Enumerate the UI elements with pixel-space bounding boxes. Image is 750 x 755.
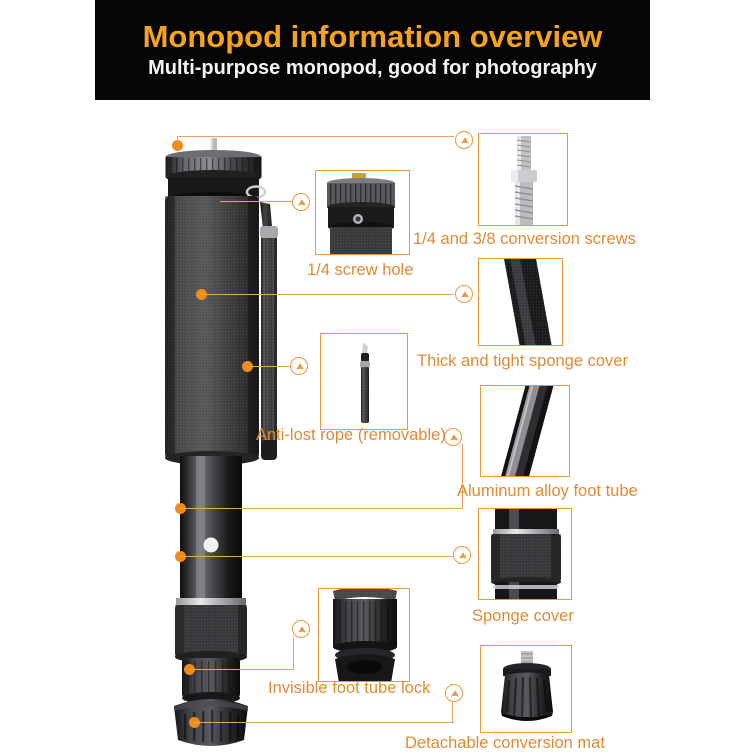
thumb-foot-tube-lock[interactable] [318,588,410,682]
caption-aluminum-tube: Aluminum alloy foot tube [457,482,638,500]
leader-line-mat-v [452,692,454,723]
leader-line-lock-h [189,669,294,671]
up-chevron-circle-icon [461,137,469,144]
up-chevron-circle-icon [451,690,459,697]
thumb-conversion-mat[interactable] [480,645,572,733]
caption-foot-tube-lock: Invisible foot tube lock [268,679,431,697]
leader-line-anti-lost-rope [247,366,291,368]
thumb-foot-tube-lock-image [319,589,409,681]
up-chevron-circle-icon [461,291,469,298]
thumb-anti-lost-rope-image [321,334,407,429]
marker-conversion-screws[interactable] [455,131,473,149]
up-chevron-circle-icon [298,199,306,206]
up-chevron-circle-icon [459,552,467,559]
marker-anti-lost-rope[interactable] [290,357,308,375]
leader-line-alu-v [462,444,464,509]
header-banner: Monopod information overview Multi-purpo… [95,0,650,100]
marker-aluminum-foot-tube[interactable] [444,428,462,446]
marker-sponge-cover[interactable] [453,546,471,564]
page-title: Monopod information overview [142,18,603,54]
caption-screw-hole: 1/4 screw hole [307,261,414,279]
caption-thick-sponge: Thick and tight sponge cover [417,352,628,370]
leader-line-lock-v [293,637,295,670]
thumb-screw-hole-image [316,171,409,254]
leader-line-sponge-cover [180,556,470,558]
hotspot-dot-screw-hole [172,140,183,151]
leader-line-mat-h [194,722,454,724]
leader-line-sponge-thick [201,294,454,296]
leader-line-screw-hole [220,201,295,203]
thumb-conversion-screws[interactable] [478,133,568,226]
marker-sponge-cover-thick[interactable] [455,285,473,303]
caption-sponge-cover: Sponge cover [472,607,574,625]
thumb-thick-sponge[interactable] [478,258,563,346]
thumb-thick-sponge-image [479,259,562,345]
thumb-sponge-cover[interactable] [478,508,572,600]
up-chevron-circle-icon [298,626,306,633]
thumb-conversion-mat-image [481,646,571,732]
caption-conversion-screws: 1/4 and 3/8 conversion screws [413,230,636,248]
up-chevron-circle-icon [450,434,458,441]
marker-foot-tube-lock[interactable] [292,620,310,638]
up-chevron-circle-icon [296,363,304,370]
caption-anti-lost-rope: Anti-lost rope (removable) [256,426,446,444]
leader-seg [177,136,179,142]
thumb-aluminum-tube[interactable] [480,385,570,477]
thumb-sponge-cover-image [479,509,571,599]
thumb-conversion-screws-image [479,134,567,225]
thumb-anti-lost-rope[interactable] [320,333,408,430]
leader-line-conversion-screws [177,136,454,138]
marker-conversion-mat[interactable] [445,684,463,702]
page-subtitle: Multi-purpose monopod, good for photogra… [148,57,597,80]
leader-line-alu-h1 [180,508,463,510]
thumb-screw-hole[interactable] [315,170,410,255]
marker-screw-hole[interactable] [292,193,310,211]
caption-conversion-mat: Detachable conversion mat [405,734,605,752]
thumb-aluminum-tube-image [481,386,569,476]
